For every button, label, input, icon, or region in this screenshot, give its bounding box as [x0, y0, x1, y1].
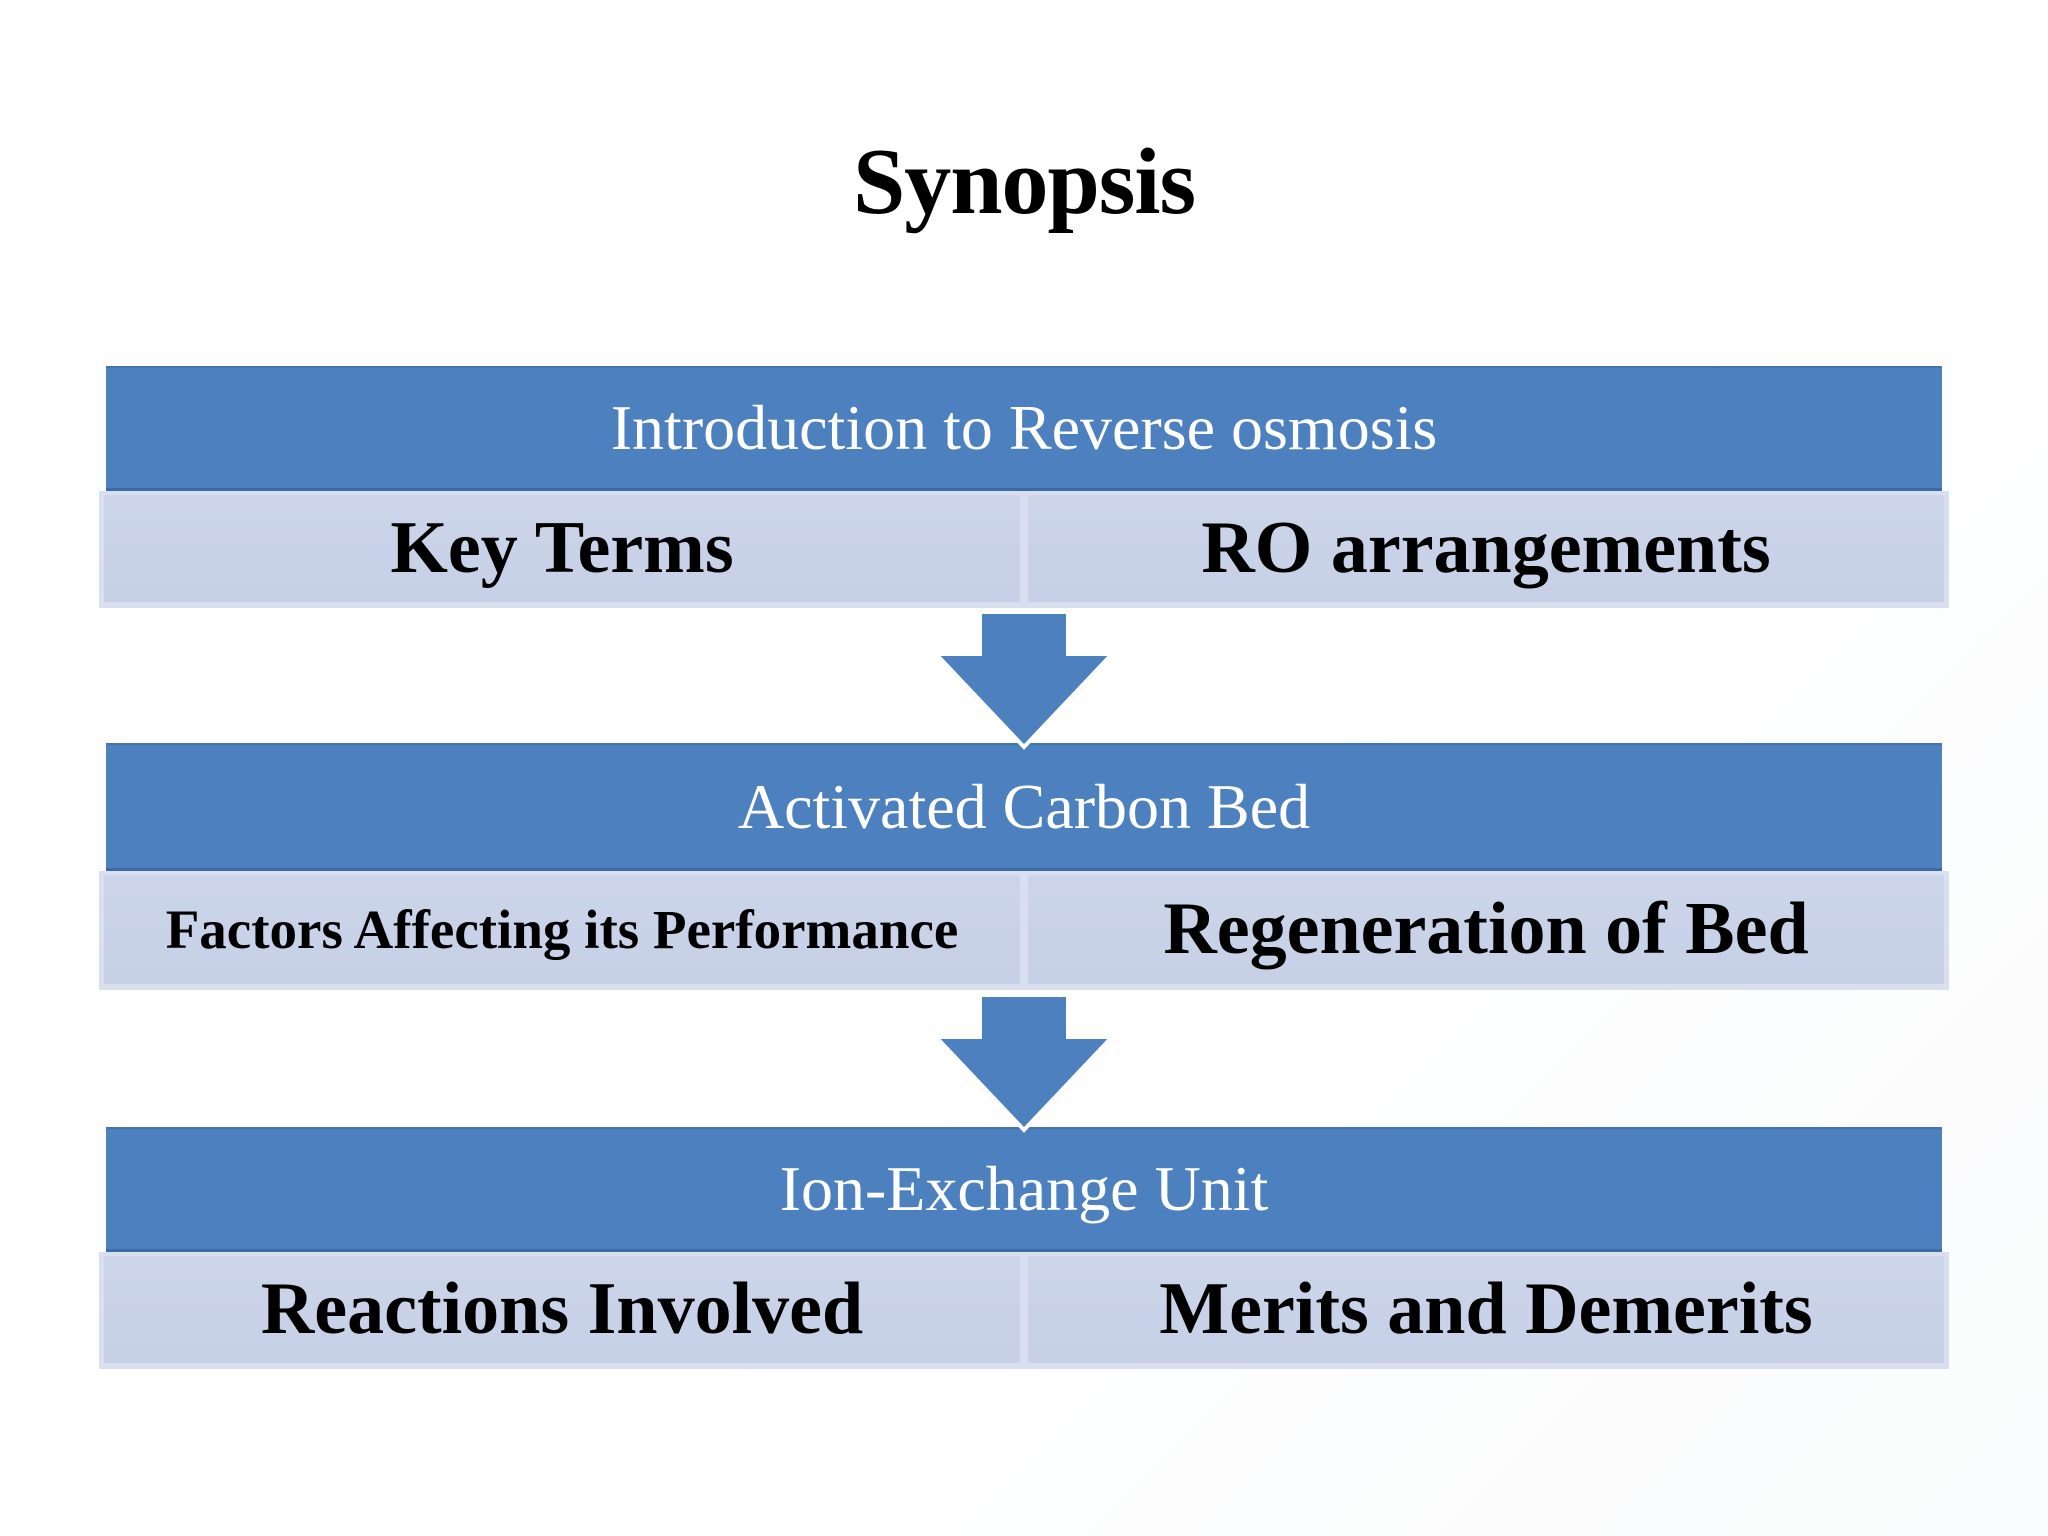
subitem-merits-and-demerits: Merits and Demerits	[1028, 1256, 1944, 1363]
page-title: Synopsis	[852, 130, 1196, 234]
subitem-factors-affecting-performance: Factors Affecting its Performance	[104, 875, 1020, 984]
diagram-block-ion-exchange-unit: Ion-Exchange Unit Reactions Involved Mer…	[99, 1127, 1949, 1369]
diagram-block-intro-reverse-osmosis: Introduction to Reverse osmosis Key Term…	[99, 366, 1949, 608]
down-arrow-icon	[935, 993, 1113, 1133]
block-subrow: Factors Affecting its Performance Regene…	[99, 871, 1949, 990]
block-header-ion-exchange-unit: Ion-Exchange Unit	[106, 1127, 1942, 1252]
block-subrow: Key Terms RO arrangements	[99, 491, 1949, 608]
subitem-regeneration-of-bed: Regeneration of Bed	[1028, 875, 1944, 984]
block-subrow: Reactions Involved Merits and Demerits	[99, 1252, 1949, 1369]
down-arrow-icon	[935, 610, 1113, 750]
diagram-block-activated-carbon-bed: Activated Carbon Bed Factors Affecting i…	[99, 743, 1949, 990]
subitem-key-terms: Key Terms	[104, 495, 1020, 602]
subitem-ro-arrangements: RO arrangements	[1028, 495, 1944, 602]
block-header-intro-reverse-osmosis: Introduction to Reverse osmosis	[106, 366, 1942, 491]
subitem-reactions-involved: Reactions Involved	[104, 1256, 1020, 1363]
block-header-activated-carbon-bed: Activated Carbon Bed	[106, 743, 1942, 871]
